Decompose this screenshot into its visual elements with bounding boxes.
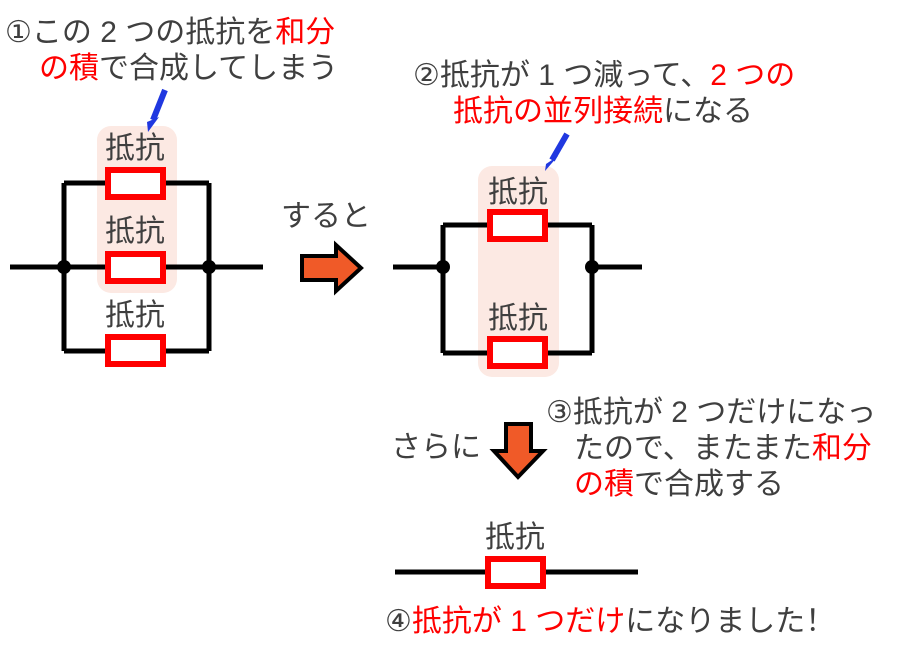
step1-annotation-line1: ①この 2 つの抵抗を和分 (5, 15, 335, 51)
transition-label-sarani: さらに (391, 431, 481, 464)
junction-dot (57, 260, 71, 274)
resistor-symbol (105, 167, 166, 200)
junction-dot (202, 260, 216, 274)
resistor-symbol (105, 334, 166, 367)
step3-annotation-line2: たので、またまた和分 (574, 431, 872, 467)
step3-text-black: たので、またまた (574, 432, 812, 465)
resistor-symbol (485, 556, 546, 589)
blue-pointer-arrow-icon (545, 132, 570, 171)
step3-text-red: 和分 (811, 432, 872, 465)
resistor-symbol (487, 209, 548, 242)
resistor-symbol (105, 251, 166, 284)
step2-text-red: 2 つの (710, 59, 796, 92)
transition-label-suruto: すると (281, 200, 371, 233)
step4-text-black: ④ (385, 605, 412, 638)
step1-text-black: で合成してしまう (99, 52, 339, 85)
blue-pointer-arrow-icon (147, 88, 168, 132)
step1-text-red: 和分 (275, 16, 336, 49)
junction-dot (436, 260, 450, 274)
step2-annotation-line2: 抵抗の並列接続になる (453, 94, 753, 130)
step1-text-black: ①この 2 つの抵抗を (5, 16, 276, 49)
step4-conclusion: ④抵抗が 1 つだけになりました！ (385, 604, 835, 640)
step4-text-black: になりました！ (625, 605, 836, 638)
resistor-label: 抵抗 (485, 521, 545, 554)
step3-text-black: で合成する (634, 468, 784, 501)
step2-text-red: 抵抗の並列接続 (453, 95, 663, 128)
circuit-single-resistor: 抵抗 (395, 521, 638, 589)
step3-text-red: の積 (574, 468, 634, 501)
step4-text-red: 抵抗が 1 つだけ (411, 605, 626, 638)
step2-annotation-line1: ②抵抗が 1 つ減って、2 つの (413, 58, 795, 94)
step2-text-black: になる (663, 95, 753, 128)
resistor-label: 抵抗 (105, 132, 165, 165)
circuit-three-parallel-resistors: 抵抗 抵抗 抵抗 (10, 126, 263, 367)
arrow-right-icon (300, 240, 364, 296)
step3-annotation-line3: の積で合成する (574, 467, 784, 503)
junction-dot (585, 260, 599, 274)
step3-annotation-line1: ③抵抗が 2 つだけになっ (546, 396, 877, 429)
circuit-two-parallel-resistors: 抵抗 抵抗 (393, 166, 642, 377)
resistor-symbol (487, 336, 548, 369)
arrow-down-icon (489, 422, 548, 480)
resistor-label: 抵抗 (488, 302, 548, 335)
step1-annotation-line2: の積で合成してしまう (39, 51, 338, 87)
step2-text-black: ②抵抗が 1 つ減って、 (413, 59, 711, 92)
resistor-label: 抵抗 (488, 176, 548, 209)
step1-text-red: の積 (39, 52, 99, 85)
resistor-label: 抵抗 (105, 215, 165, 248)
resistor-label: 抵抗 (105, 299, 165, 332)
